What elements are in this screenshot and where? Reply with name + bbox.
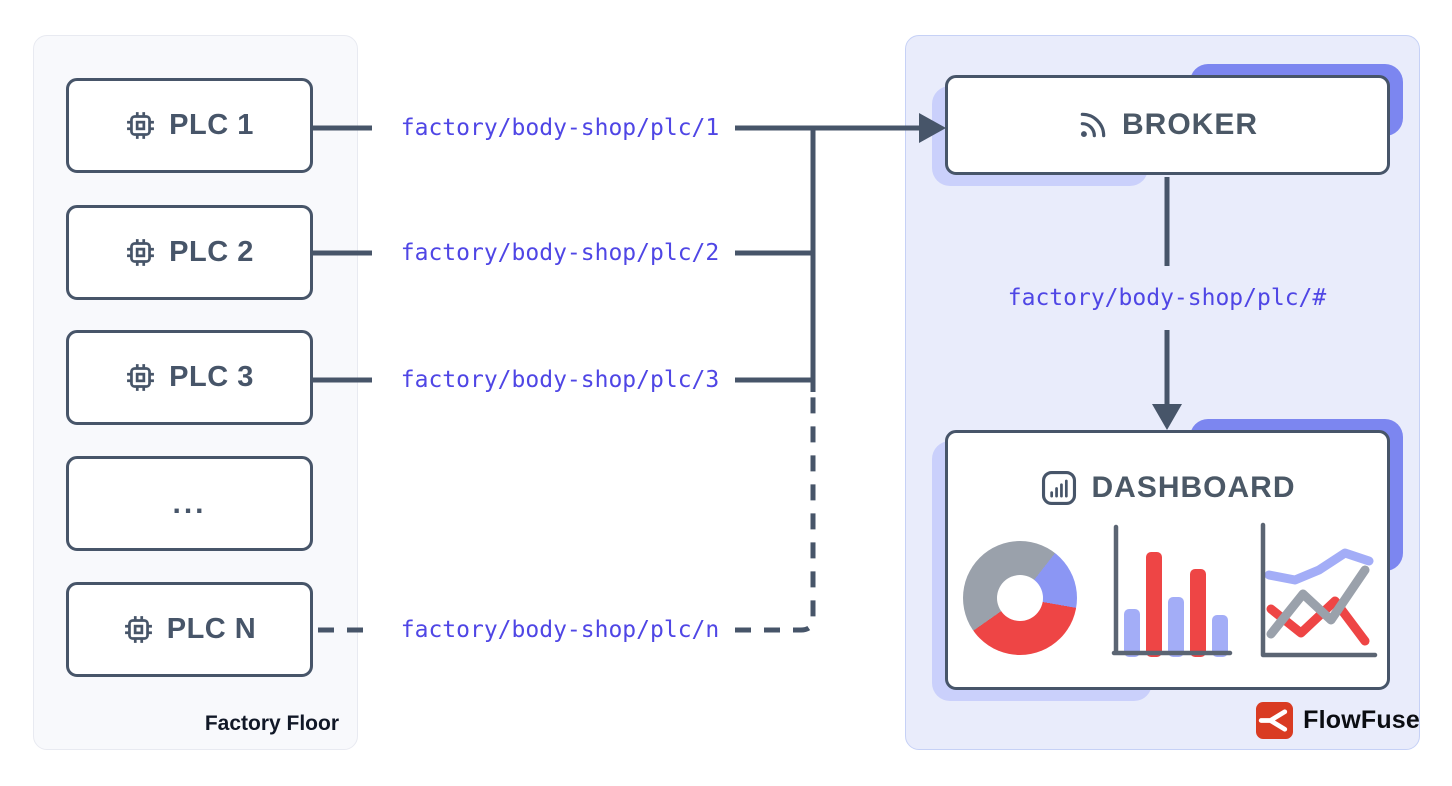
donut-chart (963, 541, 1077, 655)
dashboard-node: DASHBOARD (945, 430, 1390, 690)
brand-name: FlowFuse (1303, 706, 1420, 734)
brand-row: FlowFuse (1256, 702, 1420, 739)
chip-icon (125, 237, 156, 268)
dashboard-title-row: DASHBOARD (948, 469, 1387, 507)
chip-icon (125, 362, 156, 393)
plc-label: PLC N (166, 613, 257, 645)
donut-hole (997, 575, 1043, 621)
topic-plcn: factory/body-shop/plc/n (400, 617, 720, 643)
plc-2-node: PLC 2 (66, 205, 313, 300)
ellipsis-label: ... (172, 486, 207, 520)
bar-chart-icon (1040, 469, 1078, 507)
flowfuse-logo (1256, 702, 1294, 739)
plc-3-node: PLC 3 (66, 330, 313, 425)
broker-label: BROKER (1121, 108, 1258, 141)
line-chart (1260, 522, 1378, 658)
topic-plc2: factory/body-shop/plc/2 (400, 240, 720, 266)
topic-wildcard: factory/body-shop/plc/# (1007, 285, 1327, 311)
topic-plc3: factory/body-shop/plc/3 (400, 367, 720, 393)
topic-plc1: factory/body-shop/plc/1 (400, 115, 720, 141)
rss-icon (1077, 109, 1109, 141)
dashboard-label: DASHBOARD (1091, 471, 1296, 504)
plc-label: PLC 3 (169, 361, 254, 393)
wire-plcn-to-junction-dashed (735, 396, 816, 633)
broker-node: BROKER (945, 75, 1390, 175)
chip-icon (125, 110, 156, 141)
factory-floor-caption: Factory Floor (204, 712, 339, 735)
chip-icon (123, 614, 154, 645)
plc-label: PLC 1 (169, 109, 254, 141)
plc-1-node: PLC 1 (66, 78, 313, 173)
plc-ellipsis-node: ... (66, 456, 313, 551)
plc-label: PLC 2 (169, 236, 254, 268)
bar-chart (1111, 524, 1233, 657)
plc-n-node: PLC N (66, 582, 313, 677)
